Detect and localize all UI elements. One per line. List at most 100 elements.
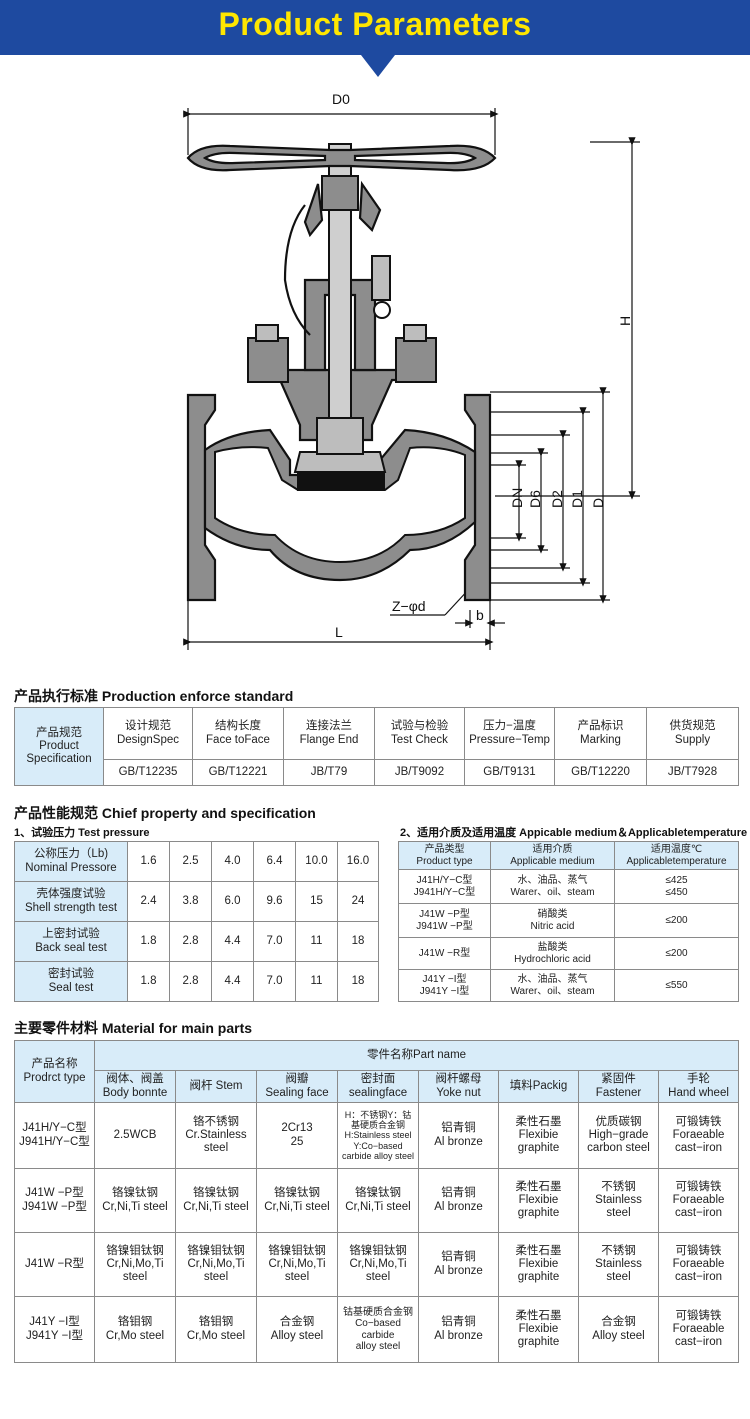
label-l: L	[335, 624, 343, 640]
label-d2: D2	[549, 490, 565, 508]
test-value: 6.4	[253, 841, 296, 882]
test-value: 4.4	[211, 961, 254, 1002]
test-value: 11	[295, 921, 338, 962]
medium-type: J41W −R型	[398, 937, 491, 970]
medium-subtitle: 2、适用介质及适用温度 Appicable medium＆Applicablet…	[400, 827, 748, 839]
test-value: 4.0	[211, 841, 254, 882]
valve-drawing-svg: D0 H DN D6 D2 D1 D Z−φd b L	[183, 91, 640, 650]
test-value: 1.8	[127, 961, 170, 1002]
test-value: 2.8	[169, 921, 212, 962]
material-col-header: 填料Packig	[498, 1070, 579, 1103]
banner-arrow-notch	[361, 55, 395, 77]
medium-temp: ≤200	[614, 903, 739, 938]
section-title-standard: 产品执行标准 Production enforce standard	[14, 688, 294, 704]
test-value: 3.8	[169, 881, 212, 922]
test-value: 10.0	[295, 841, 338, 882]
label-d: D	[590, 498, 606, 508]
standard-value: JB/T7928	[646, 759, 739, 786]
standard-value: JB/T79	[283, 759, 375, 786]
test-value: 4.4	[211, 921, 254, 962]
test-value: 16.0	[337, 841, 379, 882]
label-h: H	[617, 316, 633, 326]
standard-value: GB/T12220	[554, 759, 647, 786]
test-value: 1.8	[127, 921, 170, 962]
test-value: 18	[337, 961, 379, 1002]
material-cell: 2.5WCB	[94, 1102, 176, 1169]
test-value: 15	[295, 881, 338, 922]
test-value: 24	[337, 881, 379, 922]
test-row-label: 公称压力（Lb)Nominal Pressore	[14, 841, 128, 882]
standard-value: GB/T12221	[192, 759, 284, 786]
test-value: 7.0	[253, 961, 296, 1002]
material-type: J41W −R型	[14, 1232, 95, 1297]
material-col-header: 阀杆 Stem	[175, 1070, 257, 1103]
label-d6: D6	[527, 490, 543, 508]
label-z-phi-d: Z−φd	[392, 598, 426, 614]
label-d0: D0	[332, 91, 350, 107]
section-title-chief: 产品性能规范 Chief property and specification	[14, 805, 316, 821]
test-value: 2.5	[169, 841, 212, 882]
test-value: 6.0	[211, 881, 254, 922]
label-d1: D1	[569, 490, 585, 508]
standard-row-header: 产品规范 Product Specification	[14, 707, 104, 786]
valve-technical-drawing: D0 H DN D6 D2 D1 D Z−φd b L	[0, 80, 750, 670]
standard-value: JB/T9092	[374, 759, 465, 786]
header-banner: Product Parameters	[0, 0, 750, 55]
test-pressure-subtitle: 1、试验压力 Test pressure	[14, 827, 150, 839]
test-value: 1.6	[127, 841, 170, 882]
page-title: Product Parameters	[218, 6, 532, 42]
label-dn: DN	[509, 488, 525, 508]
standard-value: GB/T12235	[103, 759, 193, 786]
medium-temp: ≤425≤450	[614, 869, 739, 904]
section-title-material: 主要零件材料 Material for main parts	[14, 1020, 253, 1036]
material-part-name-header: 零件名称Part name	[93, 1040, 740, 1071]
